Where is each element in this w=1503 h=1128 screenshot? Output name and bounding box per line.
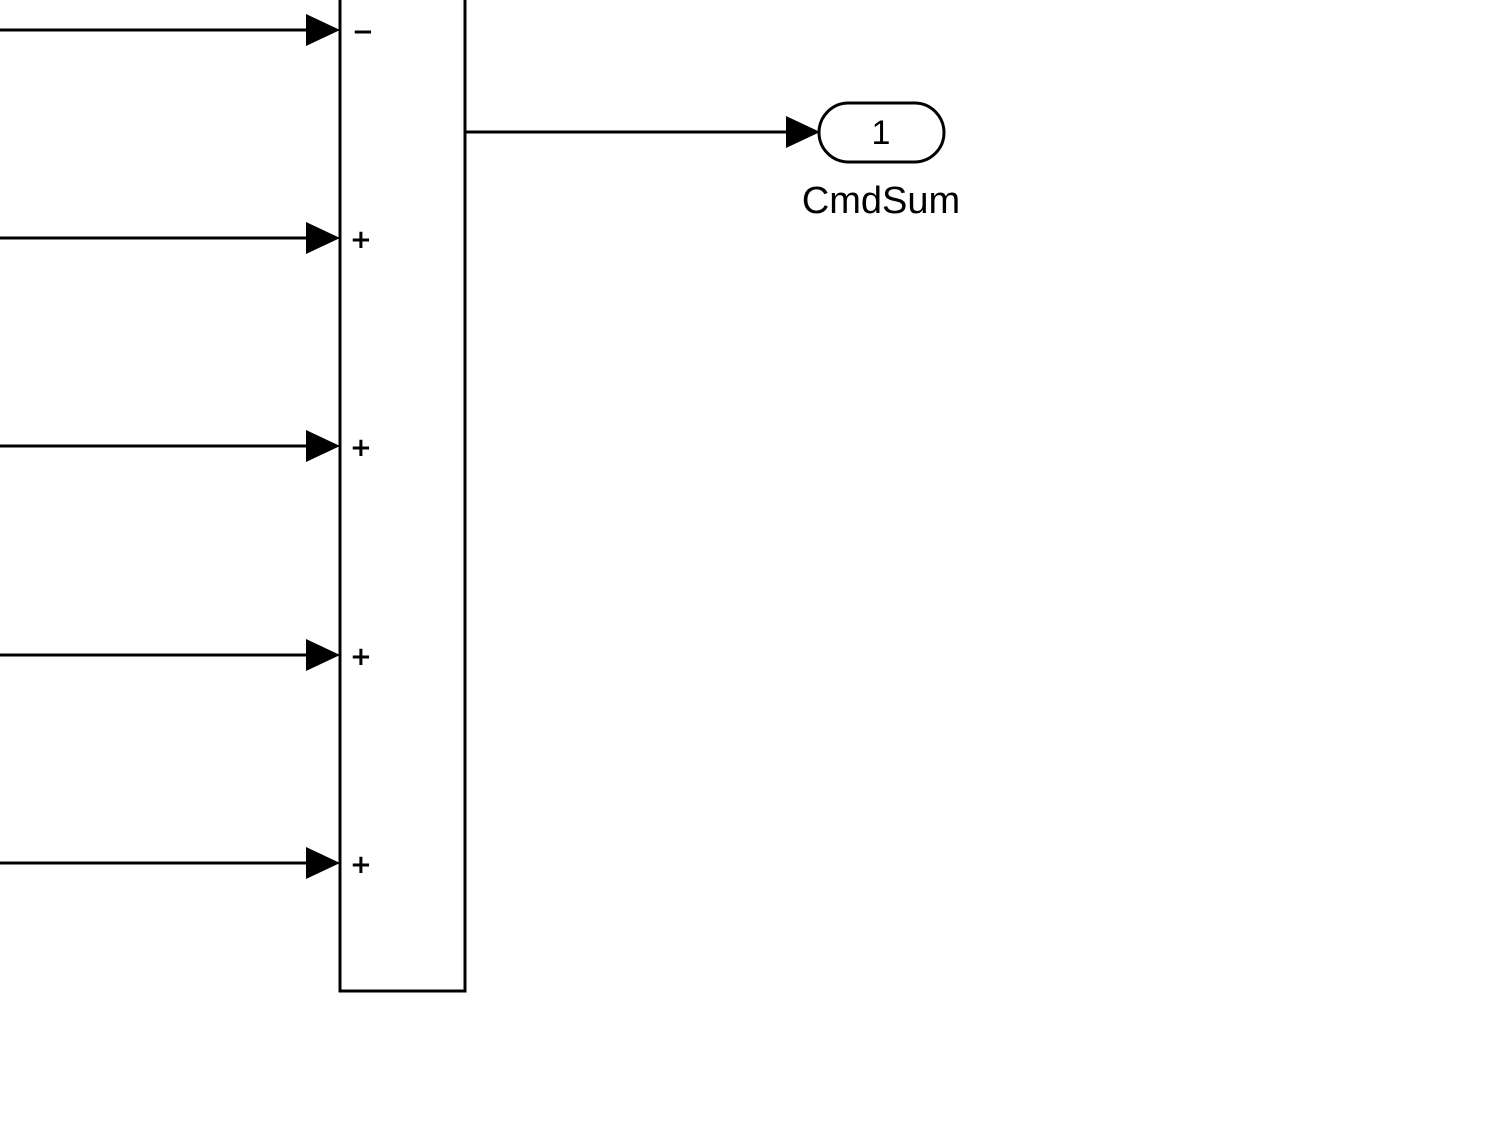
input-signal-2[interactable] xyxy=(0,222,340,254)
sum-input-sign-2: + xyxy=(350,225,372,255)
input-signal-4[interactable] xyxy=(0,639,340,671)
outport-block[interactable]: 1 xyxy=(817,101,946,164)
arrowhead-icon xyxy=(306,430,340,462)
sum-input-sign-5: + xyxy=(350,850,372,880)
output-signal[interactable] xyxy=(465,116,820,148)
sum-input-sign-1: − xyxy=(352,17,374,47)
arrowhead-icon xyxy=(306,14,340,46)
sum-input-sign-3: + xyxy=(350,433,372,463)
sum-block[interactable] xyxy=(338,0,467,993)
input-signal-3[interactable] xyxy=(0,430,340,462)
outport-name[interactable]: CmdSum xyxy=(802,180,960,222)
arrowhead-icon xyxy=(306,222,340,254)
arrowhead-icon xyxy=(306,847,340,879)
arrowhead-icon xyxy=(786,116,820,148)
input-signal-1[interactable] xyxy=(0,14,340,46)
arrowhead-icon xyxy=(306,639,340,671)
outport-number: 1 xyxy=(872,114,891,152)
sum-input-sign-4: + xyxy=(350,642,372,672)
input-signal-5[interactable] xyxy=(0,847,340,879)
